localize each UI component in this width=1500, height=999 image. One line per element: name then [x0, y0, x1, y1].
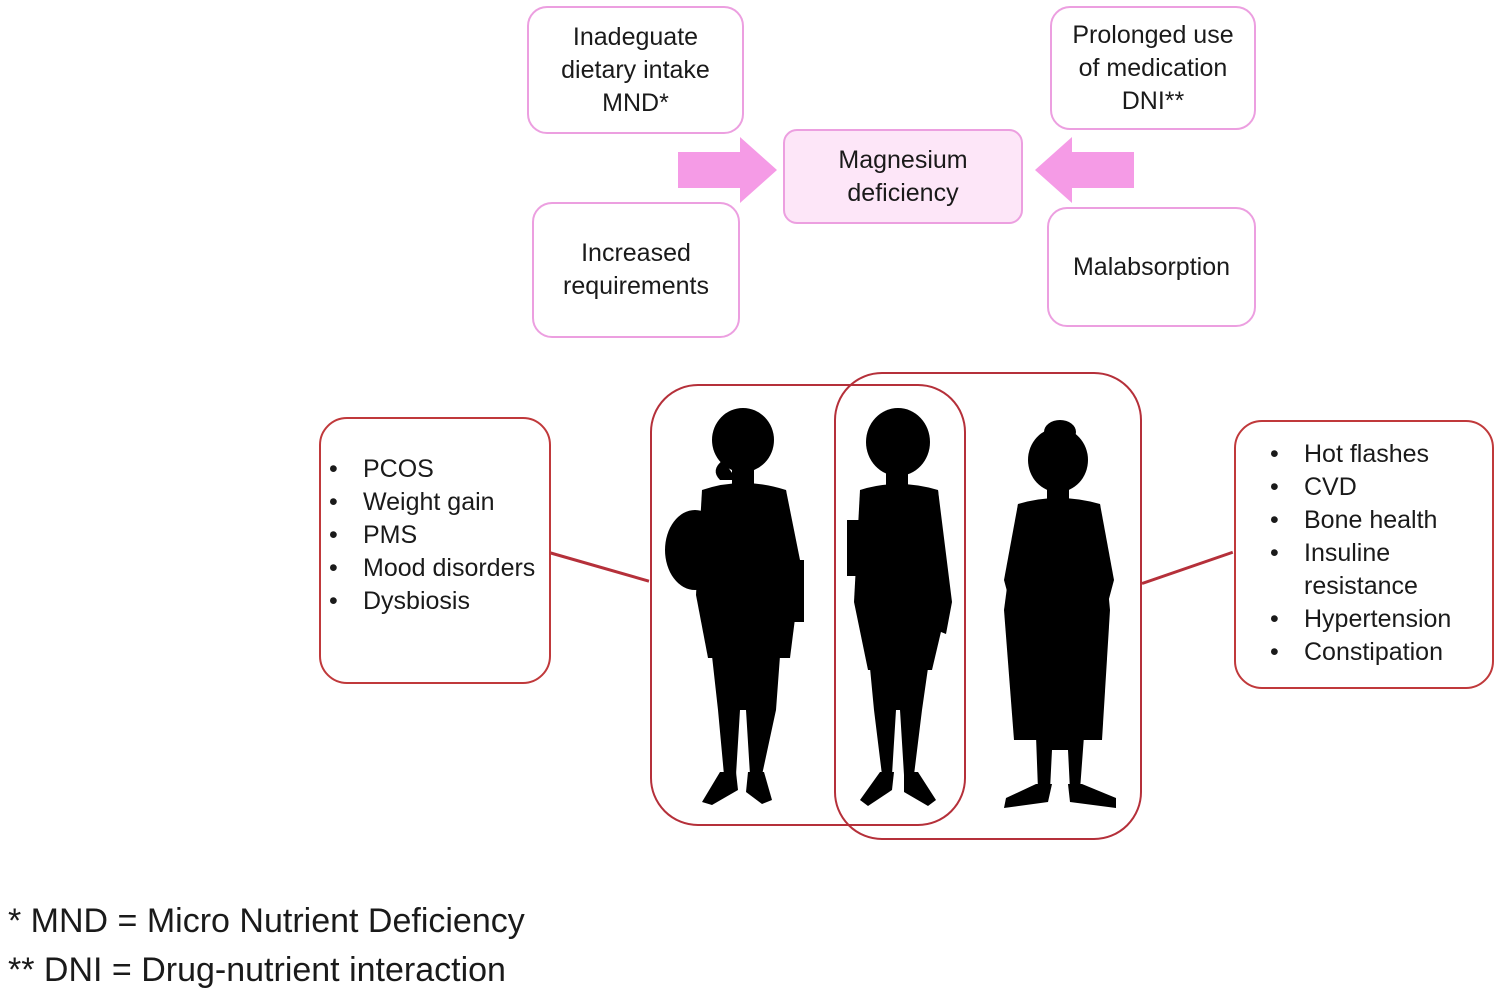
- magnesium-deficiency-box: Magnesium deficiency: [783, 129, 1023, 224]
- cause-box-requirements: Increased requirements: [532, 202, 740, 338]
- list-item: •PCOS: [329, 455, 434, 483]
- magnesium-deficiency-label: Magnesium deficiency: [838, 145, 968, 207]
- list-item: •Mood disorders: [329, 554, 536, 582]
- list-item: •Dysbiosis: [329, 587, 470, 615]
- reproductive-age-conditions-list: •PCOS •Weight gain •PMS •Mood disorders …: [323, 453, 549, 618]
- older-women-group-outline: [834, 372, 1142, 840]
- left-arrow-icon: [1035, 137, 1134, 203]
- cause-box-dietary-intake: Inadeguate dietary intake MND*: [527, 6, 744, 134]
- younger-women-group-outline: [650, 384, 966, 826]
- list-item: •CVD: [1270, 473, 1357, 501]
- list-item: •PMS: [329, 521, 418, 549]
- elderly-woman-silhouette-icon: [1004, 420, 1116, 808]
- list-item: •Constipation: [1270, 638, 1443, 666]
- list-item: •Insuline resistance: [1270, 539, 1418, 600]
- women-silhouettes: [665, 408, 1116, 808]
- menopause-conditions-list: •Hot flashes •CVD •Bone health •Insuline…: [1264, 438, 1492, 669]
- left-connector-line: [548, 551, 650, 583]
- list-item: •Hypertension: [1270, 605, 1452, 633]
- cause-label-dietary-intake: Inadeguate dietary intake MND*: [561, 22, 710, 117]
- list-item: •Hot flashes: [1270, 440, 1430, 468]
- footnote-mnd: * MND = Micro Nutrient Deficiency: [8, 902, 525, 940]
- reproductive-age-conditions-box: •PCOS •Weight gain •PMS •Mood disorders …: [319, 417, 551, 684]
- menopause-conditions-box: •Hot flashes •CVD •Bone health •Insuline…: [1234, 420, 1494, 689]
- cause-label-malabsorption: Malabsorption: [1072, 252, 1231, 281]
- footnote-dni: ** DNI = Drug-nutrient interaction: [8, 951, 506, 989]
- right-connector-line: [1141, 550, 1234, 585]
- woman-silhouette-icon: [665, 408, 804, 805]
- woman-silhouette-icon: [847, 408, 952, 806]
- cause-label-medication: Prolonged use of medication DNI**: [1072, 20, 1234, 115]
- list-item: •Bone health: [1270, 506, 1438, 534]
- cause-label-requirements: Increased requirements: [563, 239, 709, 300]
- list-item: •Weight gain: [329, 488, 495, 516]
- right-arrow-icon: [678, 137, 777, 203]
- cause-box-malabsorption: Malabsorption: [1047, 207, 1256, 327]
- cause-box-medication: Prolonged use of medication DNI**: [1050, 6, 1256, 130]
